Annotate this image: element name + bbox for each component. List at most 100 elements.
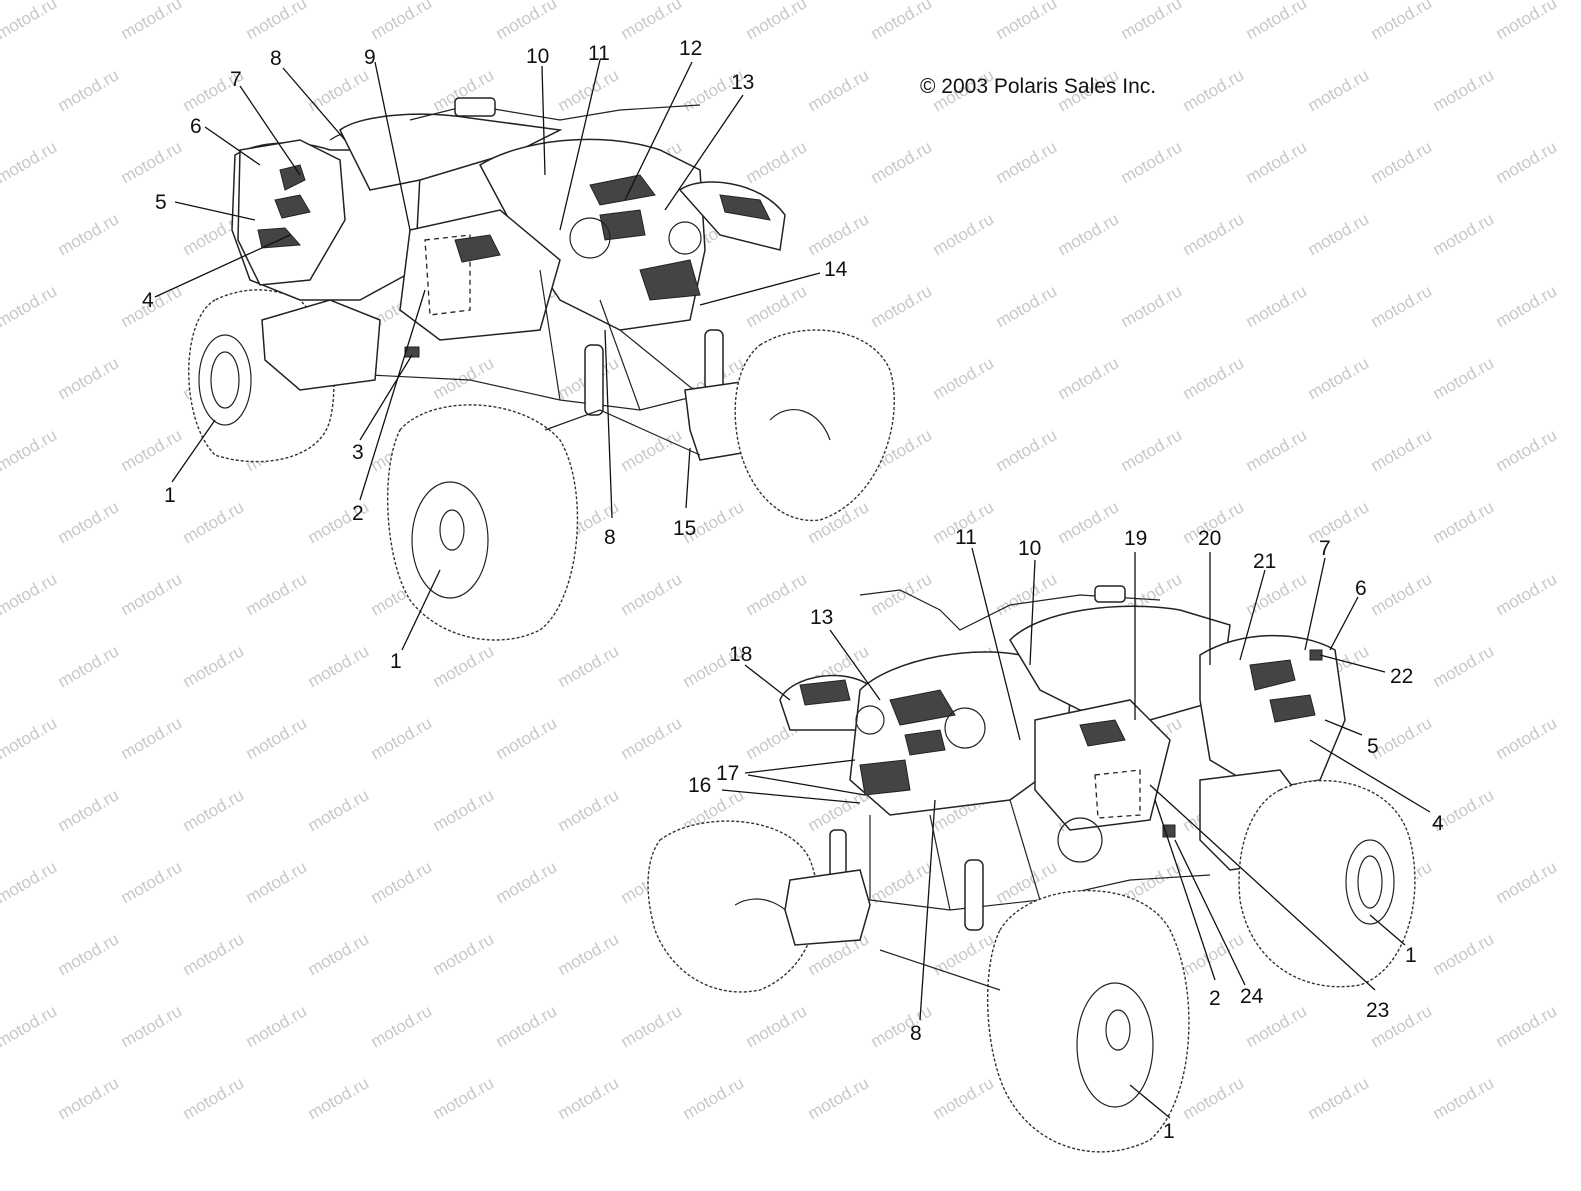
callout-13: 13 <box>810 606 833 629</box>
callout-22: 22 <box>1390 665 1413 688</box>
watermark-text: motod.ru <box>55 353 123 403</box>
front-wheel-hub-left <box>411 481 489 599</box>
bottom-view-callouts: 1 1 2 4 5 6 7 8 10 11 13 16 17 18 19 20 … <box>688 526 1444 1143</box>
watermark-text: motod.ru <box>868 1001 936 1051</box>
watermark-text: motod.ru <box>430 929 498 979</box>
watermark-text: motod.ru <box>868 281 936 331</box>
watermark-text: motod.ru <box>1493 425 1561 475</box>
callout-18: 18 <box>729 643 752 666</box>
watermark-text: motod.ru <box>743 137 811 187</box>
watermark-text: motod.ru <box>1430 65 1498 115</box>
watermark-text: motod.ru <box>1055 353 1123 403</box>
callout-19: 19 <box>1124 527 1147 550</box>
watermark-text: motod.ru <box>55 65 123 115</box>
watermark-text: motod.ru <box>55 641 123 691</box>
callout-15: 15 <box>673 517 696 540</box>
callout-11: 11 <box>955 526 977 549</box>
front-tire-right-2 <box>986 889 1190 1153</box>
watermark-text: motod.ru <box>430 1073 498 1123</box>
callout-4: 4 <box>1432 812 1444 835</box>
atv-upper-view <box>188 97 895 641</box>
watermark-text: motod.ru <box>1368 137 1436 187</box>
watermark-text: motod.ru <box>555 785 623 835</box>
watermark-text: motod.ru <box>0 569 60 619</box>
watermark-text: motod.ru <box>118 1001 186 1051</box>
watermark-text: motod.ru <box>0 1001 60 1051</box>
watermark-text: motod.ru <box>1118 137 1186 187</box>
watermark-text: motod.ru <box>430 785 498 835</box>
watermark-text: motod.ru <box>1430 209 1498 259</box>
watermark-text: motod.ru <box>930 1073 998 1123</box>
leader-lines <box>154 59 1431 1119</box>
atv-lower-view <box>647 585 1416 1153</box>
watermark-text: motod.ru <box>1243 425 1311 475</box>
watermark-text: motod.ru <box>180 785 248 835</box>
watermark-text: motod.ru <box>618 0 686 43</box>
watermark-text: motod.ru <box>1055 497 1123 547</box>
watermark-text: motod.ru <box>1118 0 1186 43</box>
watermark-text: motod.ru <box>180 929 248 979</box>
watermark-text: motod.ru <box>1430 497 1498 547</box>
side-panel <box>399 209 561 341</box>
front-wheel-hub-right <box>1076 982 1154 1108</box>
watermark-text: motod.ru <box>743 0 811 43</box>
callout-2: 2 <box>352 502 364 525</box>
watermark-text: motod.ru <box>868 569 936 619</box>
watermark-text: motod.ru <box>868 857 936 907</box>
copyright-text: © 2003 Polaris Sales Inc. <box>920 75 1156 98</box>
watermark-text: motod.ru <box>993 281 1061 331</box>
watermark-text: motod.ru <box>1430 641 1498 691</box>
front-shock-left <box>584 344 604 416</box>
callout-1: 1 <box>1405 944 1417 967</box>
watermark-text: motod.ru <box>993 569 1061 619</box>
top-view-callouts: 1 1 2 3 4 5 6 7 8 8 9 10 11 12 13 14 15 <box>142 37 848 673</box>
watermark-text: motod.ru <box>493 0 561 43</box>
front-tire-left <box>386 404 579 641</box>
callout-7: 7 <box>1319 537 1331 560</box>
callout-11: 11 <box>588 42 610 65</box>
callout-7: 7 <box>230 68 242 91</box>
watermark-text: motod.ru <box>930 929 998 979</box>
callout-10: 10 <box>526 45 549 68</box>
watermark-text: motod.ru <box>743 281 811 331</box>
watermark-text: motod.ru <box>1368 425 1436 475</box>
side-panel-2 <box>1034 699 1171 831</box>
watermark-text: motod.ru <box>1493 281 1561 331</box>
watermark-text: motod.ru <box>0 0 60 43</box>
watermark-text: motod.ru <box>0 137 60 187</box>
watermark-text: motod.ru <box>743 1001 811 1051</box>
watermark-text: motod.ru <box>805 785 873 835</box>
watermark-text: motod.ru <box>1305 209 1373 259</box>
watermark-text: motod.ru <box>1368 281 1436 331</box>
watermark-text: motod.ru <box>868 0 936 43</box>
rear-tire-right <box>1238 779 1416 988</box>
callout-1: 1 <box>390 650 402 673</box>
watermark-text: motod.ru <box>493 857 561 907</box>
watermark-text: motod.ru <box>1305 65 1373 115</box>
watermark-text: motod.ru <box>243 569 311 619</box>
watermark-text: motod.ru <box>1430 353 1498 403</box>
watermark-text: motod.ru <box>868 137 936 187</box>
watermark-text: motod.ru <box>0 281 60 331</box>
watermark-text: motod.ru <box>555 641 623 691</box>
front-tire-right <box>734 329 895 522</box>
watermark-text: motod.ru <box>1430 929 1498 979</box>
watermark-text: motod.ru <box>118 569 186 619</box>
callout-21: 21 <box>1253 550 1276 573</box>
rear-fender-lower <box>261 299 381 391</box>
front-shock-right <box>704 329 724 391</box>
watermark-text: motod.ru <box>305 785 373 835</box>
callout-8: 8 <box>604 526 616 549</box>
callout-1: 1 <box>1163 1120 1175 1143</box>
watermark-text: motod.ru <box>118 137 186 187</box>
watermark-text: motod.ru <box>118 0 186 43</box>
frame <box>369 374 701 411</box>
watermark-text: motod.ru <box>930 209 998 259</box>
watermark-text: motod.ru <box>180 641 248 691</box>
front-tire-left-2 <box>647 820 819 993</box>
watermark-text: motod.ru <box>1180 209 1248 259</box>
watermark-text: motod.ru <box>368 0 436 43</box>
watermark-text: motod.ru <box>993 425 1061 475</box>
watermark-text: motod.ru <box>368 713 436 763</box>
